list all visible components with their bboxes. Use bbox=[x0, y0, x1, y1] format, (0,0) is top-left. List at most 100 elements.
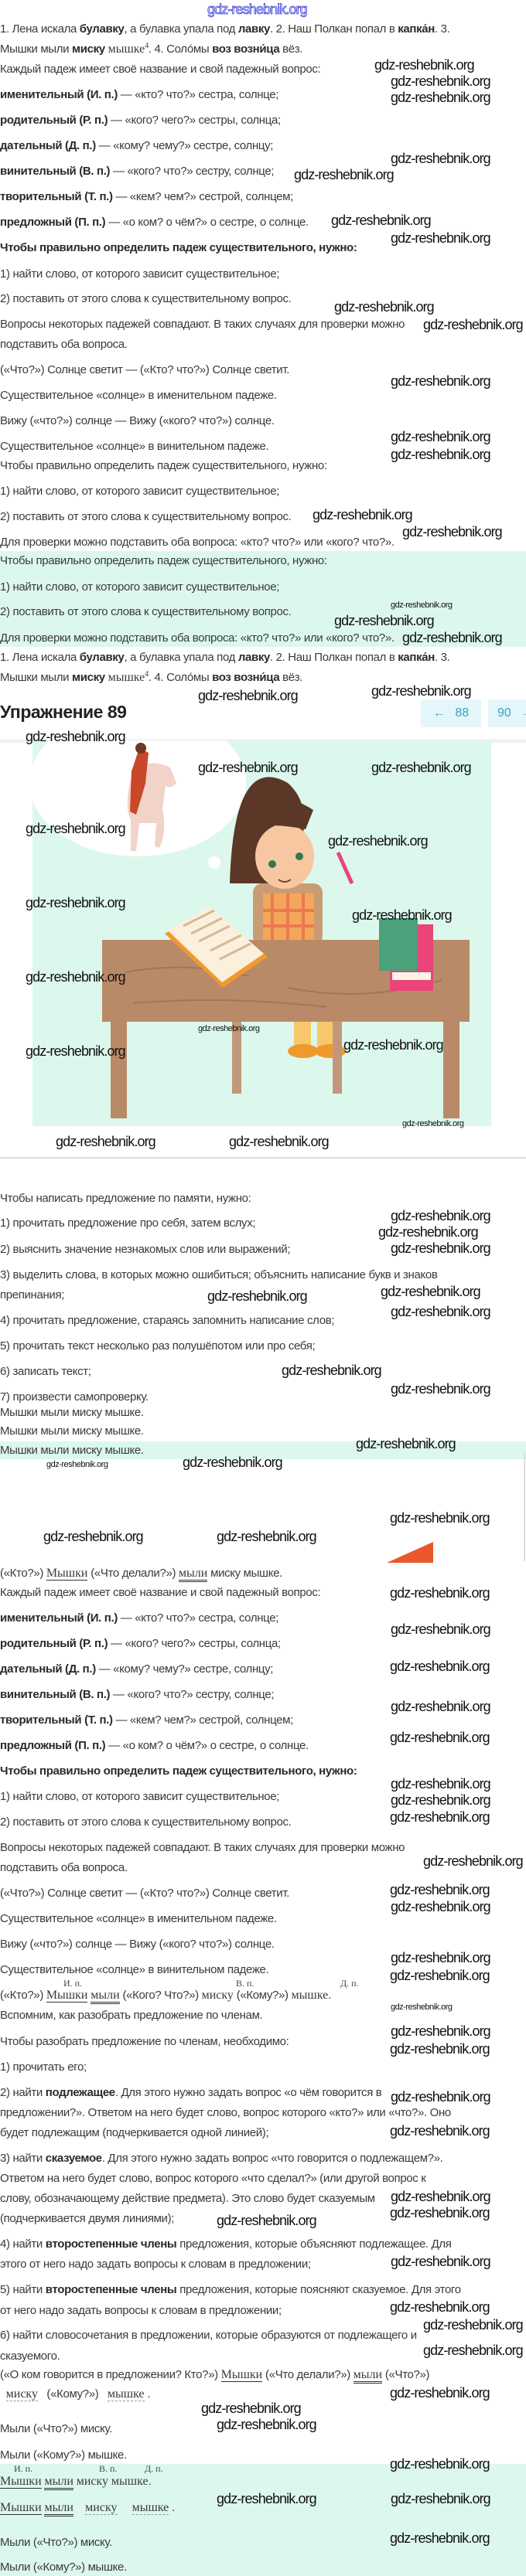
text-segment: («Кого? Что?») bbox=[119, 1989, 202, 2002]
watermark: gdz-reshebnik.org bbox=[391, 2254, 491, 2269]
girl-figure bbox=[230, 777, 354, 1058]
text-segment: Ответом на него будет слово, вопрос кото… bbox=[0, 2172, 426, 2185]
text-segment: Чтобы написать предложение по памяти, ну… bbox=[0, 1192, 251, 1205]
text-segment: Каждый падеж имеет своё название и свой … bbox=[0, 1586, 321, 1599]
text-line: 2) поставить от этого слова к существите… bbox=[0, 509, 292, 525]
watermark: gdz-reshebnik.org bbox=[391, 1899, 491, 1914]
bold-term: подлежащее bbox=[45, 2086, 115, 2099]
text-line: 3) найти сказуемое. Для этого нужно зада… bbox=[0, 2151, 443, 2166]
text-segment: 3) найти bbox=[0, 2152, 46, 2165]
text-segment: . bbox=[148, 2475, 152, 2488]
bold-term: творительный (Т. п.) bbox=[0, 190, 113, 203]
text-line: сказуемого. bbox=[0, 2349, 60, 2364]
bold-term: родительный (Р. п.) bbox=[0, 1637, 108, 1650]
text-segment: . 3. bbox=[435, 22, 450, 36]
text-segment: 4 bbox=[145, 670, 149, 679]
text-segment: . 4. Соло́мы bbox=[148, 43, 213, 56]
watermark: gdz-reshebnik.org bbox=[390, 2205, 490, 2220]
predicate-word: мыли bbox=[91, 1989, 120, 2004]
text-segment: («Что?») bbox=[382, 2368, 430, 2381]
text-segment: — «кого? что?» сестру, солнце; bbox=[110, 1688, 275, 1701]
decorative-orange-shape bbox=[387, 1542, 433, 1563]
text-segment: 1. Лена искала bbox=[0, 22, 80, 36]
text-segment: — «о ком? о чём?» о сестре, о солнце. bbox=[105, 216, 309, 229]
site-logo-watermark: gdz-reshebnik.org bbox=[207, 2, 308, 18]
text-segment bbox=[0, 2387, 6, 2401]
text-segment: 7) произвести самопроверку. bbox=[0, 1390, 149, 1404]
watermark: gdz-reshebnik.org bbox=[391, 2189, 491, 2204]
text-line: 7) произвести самопроверку. bbox=[0, 1390, 149, 1405]
text-segment: подставить оба вопроса. bbox=[0, 1861, 128, 1874]
text-line: Ответом на него будет слово, вопрос кото… bbox=[0, 2171, 426, 2186]
watermark: gdz-reshebnik.org bbox=[391, 1208, 491, 1223]
text-line: Мышки мыли миску мышке4. 4. Соло́мы воз … bbox=[0, 670, 302, 686]
text-segment: Существительное «солнце» в винительном п… bbox=[0, 440, 269, 453]
text-segment: миску bbox=[5, 2387, 38, 2401]
watermark: gdz-reshebnik.org bbox=[391, 1240, 491, 1256]
text-line: 6) найти словосочетания в предложении, к… bbox=[0, 2328, 417, 2343]
text-segment: — «кто? что?» сестра, солнце; bbox=[117, 1611, 279, 1625]
text-line: Мышки мыли миску мышке. bbox=[0, 1443, 144, 1458]
bold-term: именительный (И. п.) bbox=[0, 88, 118, 101]
answer-highlight bbox=[0, 2464, 526, 2576]
text-line: Мышки мыли миску мышке . bbox=[0, 2500, 175, 2516]
text-line: винительный (В. п.) — «кого? что?» сестр… bbox=[0, 164, 275, 179]
bold-term: дательный (Д. п.) bbox=[0, 1662, 96, 1676]
text-line: («О ком говорится в предложении? Кто?») … bbox=[0, 2367, 430, 2384]
text-segment: 1. Лена искала bbox=[0, 651, 80, 664]
bold-term: булавку bbox=[79, 22, 125, 36]
text-segment: . 4. Соло́мы bbox=[148, 671, 213, 684]
text-segment: Мыли («Кому?») мышке. bbox=[0, 2561, 127, 2574]
predicate-word: мыли bbox=[178, 1567, 208, 1582]
text-segment: Мыли («Что?») миску. bbox=[0, 2536, 112, 2549]
watermark: gdz-reshebnik.org bbox=[217, 1529, 317, 1544]
exercise-illustration bbox=[32, 740, 491, 1126]
text-segment: предложения, которые поясняют сказуемое.… bbox=[176, 2283, 461, 2296]
prev-exercise-button[interactable]: ← 88 bbox=[421, 699, 481, 727]
watermark: gdz-reshebnik.org bbox=[229, 1134, 330, 1149]
subject-word: Мышки bbox=[220, 2368, 263, 2382]
text-line: винительный (В. п.) — «кого? что?» сестр… bbox=[0, 1687, 275, 1703]
text-segment bbox=[118, 2501, 132, 2514]
text-line: Вопросы некоторых падежей совпадают. В т… bbox=[0, 317, 405, 332]
text-segment: от него надо задать вопросы к словам в п… bbox=[0, 2304, 282, 2317]
text-line: 5) прочитать текст несколько раз полушёп… bbox=[0, 1339, 316, 1354]
watermark: gdz-reshebnik.org bbox=[390, 1882, 490, 1897]
bold-term: воз возни́ца bbox=[212, 671, 280, 684]
next-exercise-button[interactable]: 90 → bbox=[488, 699, 526, 727]
text-segment: (подчеркивается двумя линиями); bbox=[0, 2212, 175, 2225]
watermark: gdz-reshebnik.org bbox=[217, 2213, 317, 2228]
text-segment: Вопросы некоторых падежей совпадают. В т… bbox=[0, 318, 405, 331]
watermark: gdz-reshebnik.org bbox=[391, 1621, 491, 1637]
text-line: («Кто?») Мышки («Что делали?») мыли миск… bbox=[0, 1566, 282, 1582]
bold-term: предложный (П. п.) bbox=[0, 1739, 106, 1752]
watermark: gdz-reshebnik.org bbox=[391, 600, 453, 610]
text-segment: («Что?») Солнце светит — («Кто? что?») С… bbox=[0, 1887, 290, 1900]
bold-term: второстепенные члены bbox=[45, 2283, 177, 2296]
text-segment: 1) прочитать предложение про себя, затем… bbox=[0, 1217, 256, 1230]
bold-term: Чтобы правильно определить падеж существ… bbox=[0, 241, 357, 254]
answer-highlight bbox=[0, 551, 526, 647]
text-line: именительный (И. п.) — «кто? что?» сестр… bbox=[0, 1611, 278, 1626]
subject-word: Мышки bbox=[0, 2501, 42, 2515]
text-line: Чтобы правильно определить падеж существ… bbox=[0, 458, 327, 474]
text-line: миску («Кому?») мышке . bbox=[0, 2387, 150, 2402]
text-segment: сказуемого. bbox=[0, 2350, 60, 2363]
text-segment: . 2. Наш Полкан попал в bbox=[270, 22, 398, 36]
text-segment: . 2. Наш Полкан попал в bbox=[270, 651, 398, 664]
text-line: Мыли («Что?») миску. bbox=[0, 2535, 112, 2550]
text-segment: 6) записать текст; bbox=[0, 1365, 91, 1378]
text-segment: («Что делали?») bbox=[87, 1567, 179, 1580]
arrow-left-icon: ← bbox=[432, 706, 446, 720]
text-segment: мышке bbox=[108, 671, 145, 684]
text-line: Мышки мыли миску мышке. bbox=[0, 1405, 144, 1421]
watermark: gdz-reshebnik.org bbox=[378, 1224, 479, 1240]
text-line: творительный (Т. п.) — «кем? чем?» сестр… bbox=[0, 189, 293, 205]
bold-term: творительный (Т. п.) bbox=[0, 1713, 113, 1727]
subject-word: Мышки bbox=[0, 2475, 42, 2489]
text-segment: Чтобы правильно определить падеж существ… bbox=[0, 554, 327, 567]
watermark: gdz-reshebnik.org bbox=[352, 907, 453, 923]
text-line: 2) найти подлежащее. Для этого нужно зад… bbox=[0, 2085, 382, 2101]
text-line: Мышки мыли миску мышке. bbox=[0, 1424, 144, 1439]
text-segment bbox=[73, 2501, 85, 2514]
